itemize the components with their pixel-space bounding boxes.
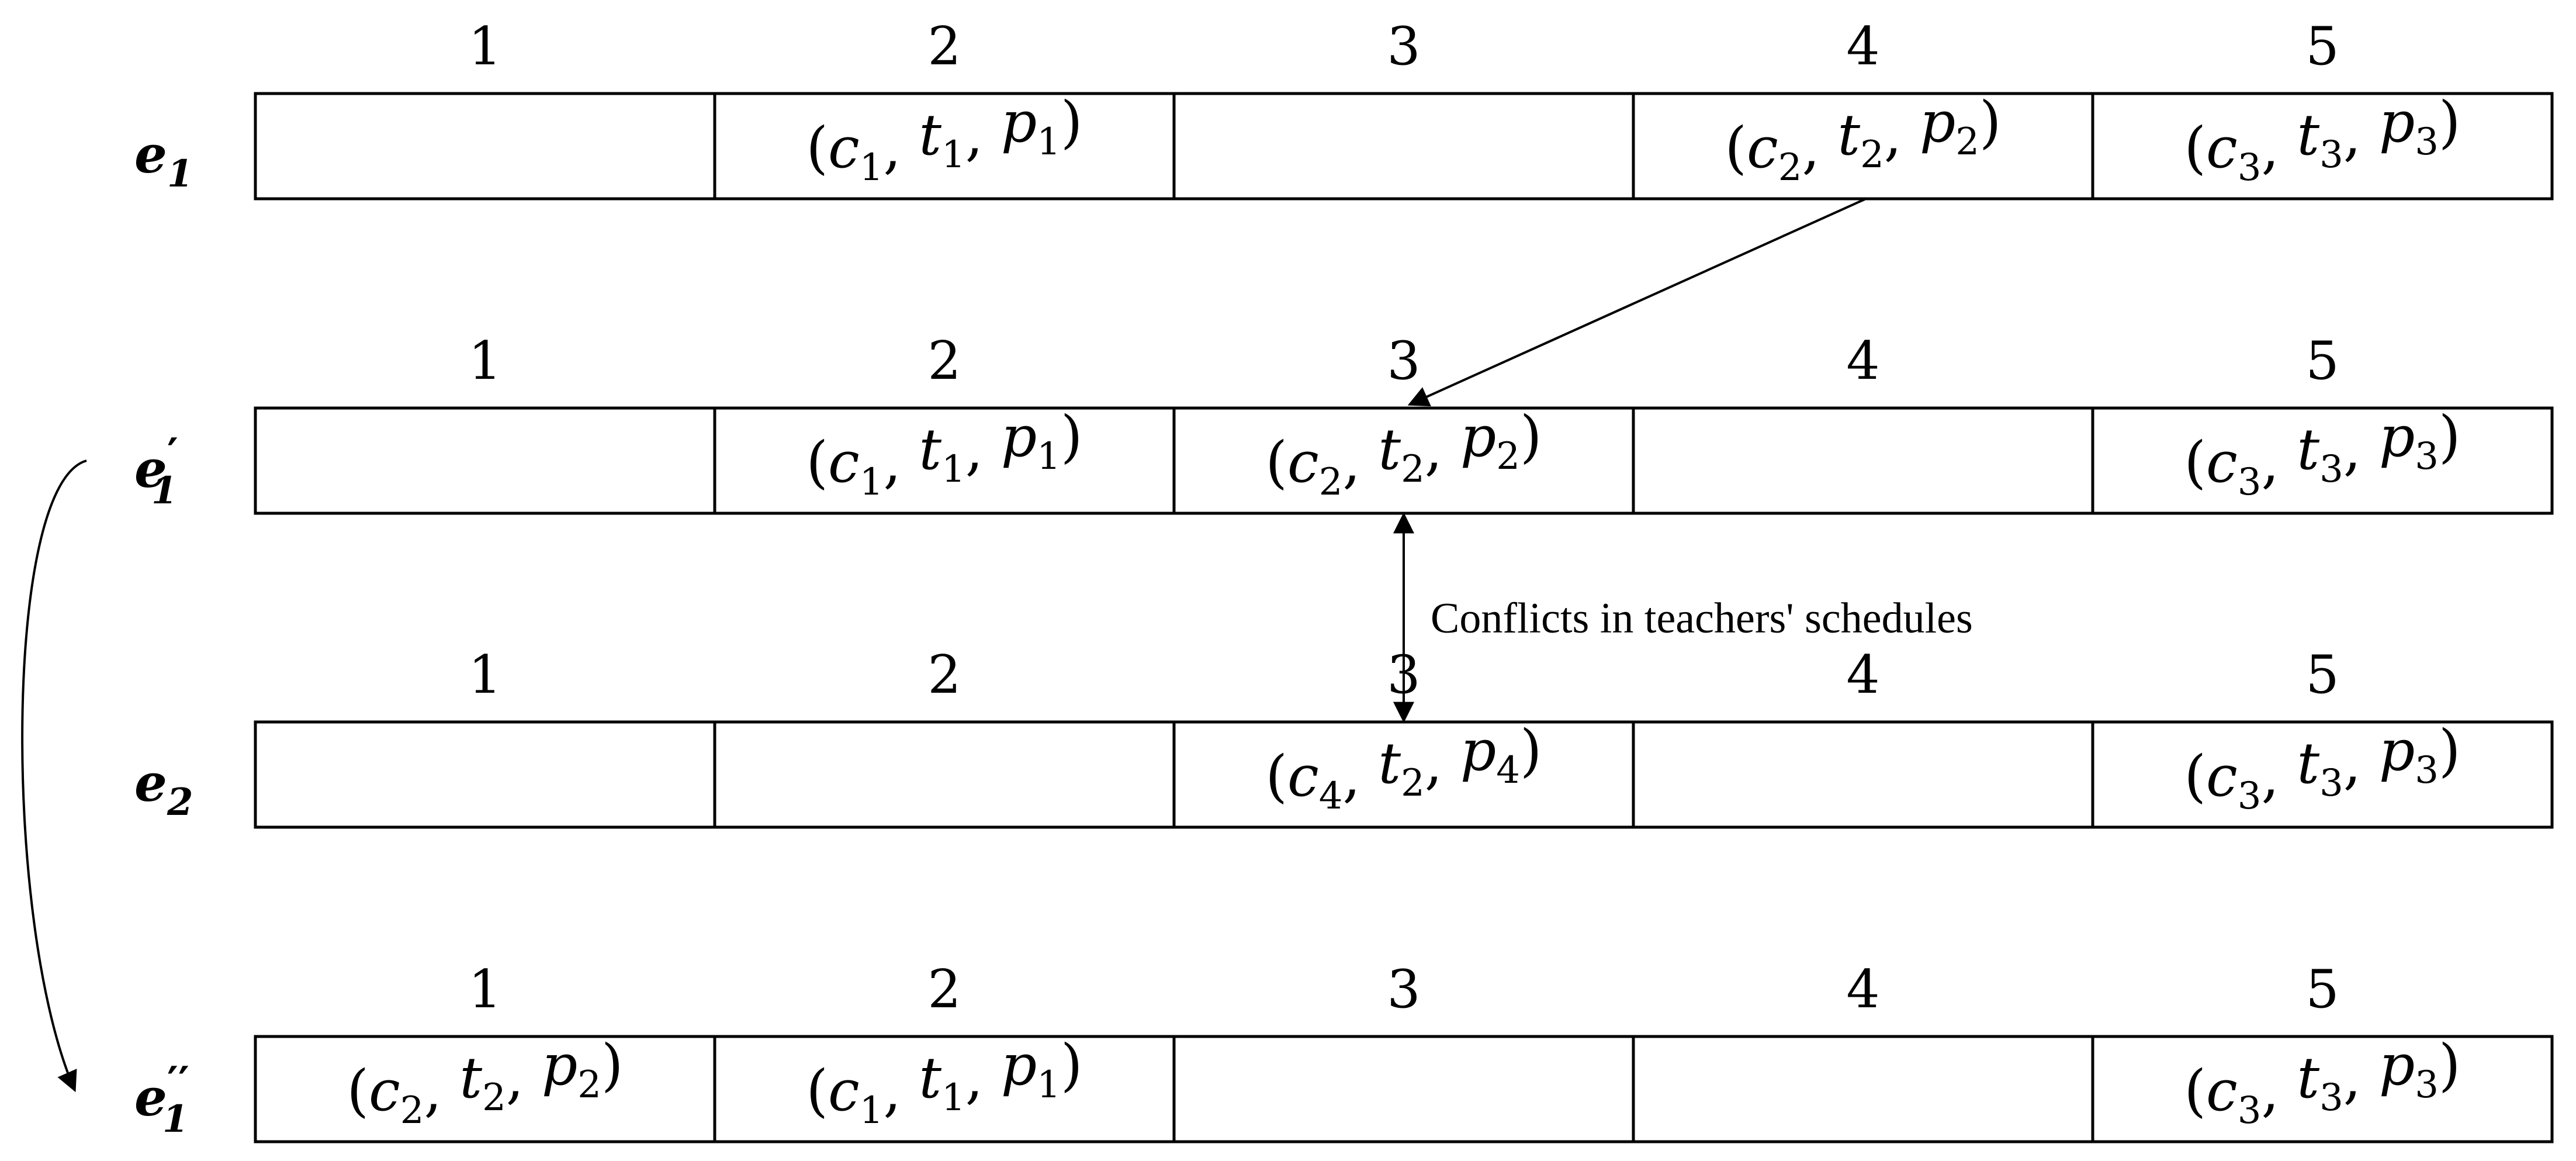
schedule-row: 1 2 3 4 5 e1 (c1, t1, p1) (c2, t2, p2) (c3, t3, … xyxy=(134,16,2554,201)
assignment-tuple: (c2, t2, p2) xyxy=(1725,89,2002,189)
schedule-cell xyxy=(1632,720,2094,829)
column-number: 5 xyxy=(2305,330,2339,392)
conflict-annotation: Conflicts in teachers' schedules xyxy=(1431,595,1973,642)
row-label: e′′1 xyxy=(134,1057,189,1141)
column-number: 4 xyxy=(1846,959,1879,1020)
schedule-cell xyxy=(1172,720,1635,829)
row-label: e1 xyxy=(134,124,193,196)
schedule-cell xyxy=(713,1035,1176,1143)
schedule-cell xyxy=(1632,1035,2094,1143)
column-number: 5 xyxy=(2305,959,2339,1020)
column-number: 3 xyxy=(1387,330,1420,392)
column-number: 1 xyxy=(468,330,501,392)
schedule-cell xyxy=(254,92,716,201)
column-number: 2 xyxy=(927,330,961,392)
column-number: 1 xyxy=(468,959,501,1020)
schedule-cell xyxy=(254,720,716,829)
schedule-cell xyxy=(2091,720,2554,829)
row-label: e2 xyxy=(134,752,193,824)
assignment-tuple: (c2, t2, p2) xyxy=(347,1032,624,1132)
assignment-tuple: (c3, t3, p3) xyxy=(2184,89,2461,189)
column-number: 2 xyxy=(927,16,961,77)
column-number: 1 xyxy=(468,644,501,706)
schedule-row: 1 2 3 4 5 e′1 (c1, t1, p1) (c2, t2, p2) (c3, t3,… xyxy=(134,330,2554,515)
schedule-cell xyxy=(1172,92,1635,201)
schedule-rows: 1 2 3 4 5 e1 (c1, t1, p1) (c2, t2, p2) (c3, t3, … xyxy=(134,16,2554,1143)
column-number: 5 xyxy=(2305,644,2339,706)
column-number: 1 xyxy=(468,16,501,77)
column-number: 4 xyxy=(1846,16,1879,77)
column-number: 2 xyxy=(927,959,961,1020)
column-number: 4 xyxy=(1846,330,1879,392)
assignment-tuple: (c1, t1, p1) xyxy=(806,89,1083,189)
schedule-cell xyxy=(2091,92,2554,201)
schedule-cell xyxy=(2091,406,2554,515)
schedule-cell xyxy=(254,1035,716,1143)
schedule-cell xyxy=(713,720,1176,829)
column-number: 4 xyxy=(1846,644,1879,706)
assignment-tuple: (c1, t1, p1) xyxy=(806,1032,1083,1132)
schedule-links xyxy=(21,198,1867,1093)
assignment-tuple: (c3, t3, p3) xyxy=(2184,718,2461,818)
column-number: 5 xyxy=(2305,16,2339,77)
curved-arrow xyxy=(21,459,87,1093)
column-number: 3 xyxy=(1387,16,1420,77)
move-arrow xyxy=(1407,198,1867,407)
assignment-tuple: (c3, t3, p3) xyxy=(2184,404,2461,504)
column-number: 3 xyxy=(1387,959,1420,1020)
assignment-tuple: (c3, t3, p3) xyxy=(2184,1032,2461,1132)
schedule-cell xyxy=(713,406,1176,515)
schedule-cell xyxy=(1632,406,2094,515)
schedule-cell xyxy=(713,92,1176,201)
assignment-tuple: (c1, t1, p1) xyxy=(806,404,1083,504)
assignment-tuple: (c4, t2, p4) xyxy=(1266,718,1542,818)
schedule-cell xyxy=(1172,1035,1635,1143)
schedule-cell xyxy=(254,406,716,515)
column-number: 2 xyxy=(927,644,961,706)
row-label: e′1 xyxy=(134,429,178,513)
schedule-row: 1 2 3 4 5 e′′1 (c2, t2, p2) (c1, t1, p1) (c3, t3… xyxy=(134,959,2554,1143)
schedule-cell xyxy=(2091,1035,2554,1143)
assignment-tuple: (c2, t2, p2) xyxy=(1266,404,1542,504)
